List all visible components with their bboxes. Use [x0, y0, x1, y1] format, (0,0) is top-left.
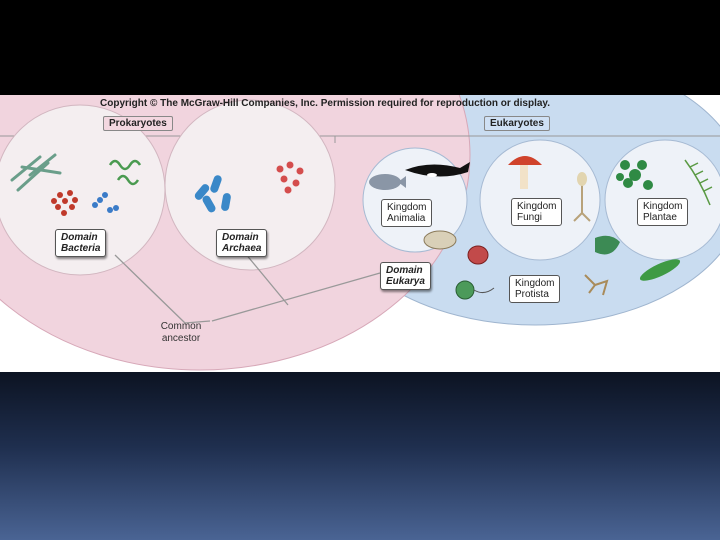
kingdom-plantae-line1: Kingdom [643, 201, 683, 212]
domain-archaea-line2: Archaea [222, 243, 262, 254]
protista-illustration [423, 230, 681, 300]
kingdom-protista-line1: Kingdom [515, 278, 555, 289]
kingdom-animalia-label: Kingdom Animalia [381, 199, 433, 227]
tree-branches [114, 252, 381, 324]
domain-eukarya-line2: Eukarya [386, 276, 425, 287]
domain-archaea-line1: Domain [222, 232, 259, 243]
domain-eukarya-line1: Domain [386, 265, 423, 276]
kingdom-animalia-line2: Animalia [387, 213, 426, 224]
domain-archaea-label: Domain Archaea [216, 229, 268, 257]
bacteria-illustration [10, 153, 142, 216]
domain-eukarya-label: Domain Eukarya [380, 262, 431, 290]
tree-of-life-figure: Copyright © The McGraw-Hill Companies, I… [0, 95, 720, 372]
kingdom-fungi-line1: Kingdom [517, 201, 557, 212]
kingdom-plantae-label: Kingdom Plantae [637, 198, 689, 226]
common-ancestor-label: Common ancestor [150, 321, 212, 345]
animalia-illustration [369, 162, 470, 190]
kingdom-fungi-line2: Fungi [517, 212, 543, 223]
kingdom-fungi-label: Kingdom Fungi [511, 198, 563, 226]
slide-bottom-band [0, 372, 720, 540]
domain-bacteria-label: Domain Bacteria [55, 229, 107, 257]
slide-top-band [0, 0, 720, 95]
kingdom-protista-label: Kingdom Protista [509, 275, 561, 303]
domain-bacteria-line2: Bacteria [61, 243, 101, 254]
plantae-illustration [616, 159, 713, 206]
kingdom-plantae-line2: Plantae [643, 212, 677, 223]
archaea-circle [164, 99, 336, 271]
archaea-illustration [194, 161, 304, 213]
kingdom-animalia-line1: Kingdom [387, 202, 427, 213]
common-ancestor-line2: ancestor [161, 333, 201, 344]
domain-bacteria-line1: Domain [61, 232, 98, 243]
fungi-illustration [508, 156, 591, 222]
common-ancestor-line1: Common [160, 321, 202, 332]
kingdom-protista-line2: Protista [515, 289, 549, 300]
figure-drawing [0, 95, 720, 371]
prokaryotes-label: Prokaryotes [103, 116, 173, 131]
eukaryotes-label: Eukaryotes [484, 116, 550, 131]
copyright-notice: Copyright © The McGraw-Hill Companies, I… [100, 98, 551, 109]
